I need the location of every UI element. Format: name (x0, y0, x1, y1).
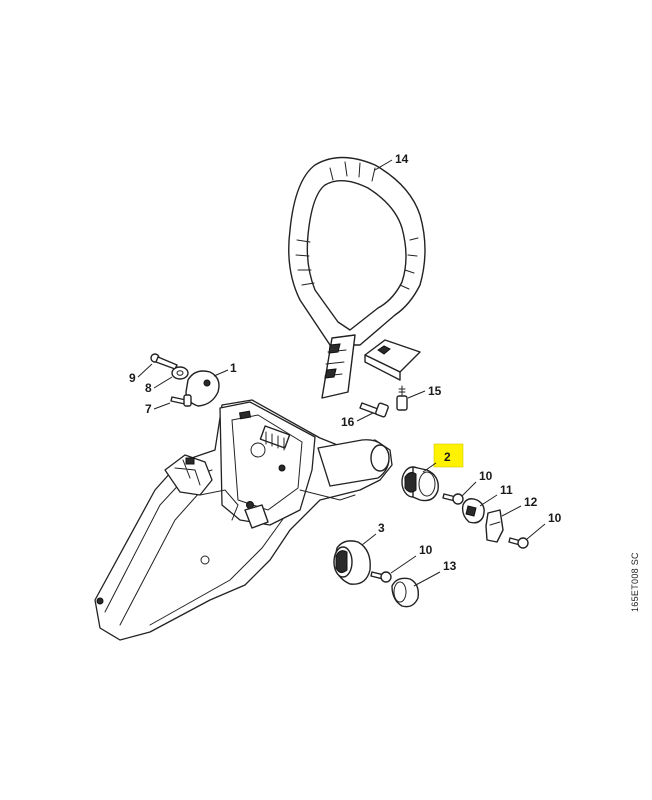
leader-line-14 (374, 159, 393, 171)
leader-line-11 (479, 494, 498, 507)
leader-line-10-c (390, 555, 417, 574)
callout-8: 8 (145, 381, 152, 395)
leader-line-2 (422, 462, 437, 473)
annular-buffer-part-2 (401, 466, 439, 502)
crankcase-housing (94, 399, 393, 641)
screw-part-10-a (442, 493, 464, 505)
callout-16: 16 (341, 415, 355, 429)
screw-part-10-b (508, 537, 529, 549)
callout-1: 1 (230, 361, 237, 375)
screw-part-7 (170, 394, 192, 407)
washer-part-8 (171, 366, 189, 380)
handlebar-part-14 (288, 156, 426, 399)
callout-10-c: 10 (419, 543, 433, 557)
pin-part-9 (150, 353, 178, 370)
screw-part-15 (396, 385, 408, 411)
callout-15: 15 (428, 384, 442, 398)
screw-part-10-c (370, 571, 392, 583)
leader-line-12 (501, 505, 522, 517)
leader-line-10-a (461, 481, 477, 497)
plug-part-13 (391, 577, 420, 608)
callout-9: 9 (129, 371, 136, 385)
leader-line-7 (153, 402, 171, 410)
leader-line-15 (407, 390, 426, 399)
callout-2: 2 (444, 450, 451, 464)
leader-line-3 (361, 533, 377, 546)
callout-10-a: 10 (479, 469, 493, 483)
bracket-part-12 (485, 509, 504, 543)
leader-line-1 (213, 369, 229, 377)
callout-14: 14 (395, 152, 409, 166)
callout-13: 13 (443, 559, 457, 573)
callout-7: 7 (145, 402, 152, 416)
annular-buffer-part-3 (333, 540, 371, 585)
leader-line-16 (356, 412, 374, 422)
stop-part-11 (461, 498, 485, 524)
callout-3: 3 (378, 521, 385, 535)
leader-line-9 (137, 363, 153, 378)
leader-line-10-b (526, 523, 546, 540)
screw-part-16 (359, 402, 389, 418)
callout-2-highlight (433, 443, 464, 468)
drawing-reference-code: 165ET008 SC (630, 552, 640, 612)
leader-line-8 (153, 376, 173, 389)
leader-line-13 (413, 571, 441, 587)
callout-12: 12 (524, 495, 538, 509)
callout-11: 11 (500, 483, 513, 497)
callout-10-b: 10 (548, 511, 562, 525)
